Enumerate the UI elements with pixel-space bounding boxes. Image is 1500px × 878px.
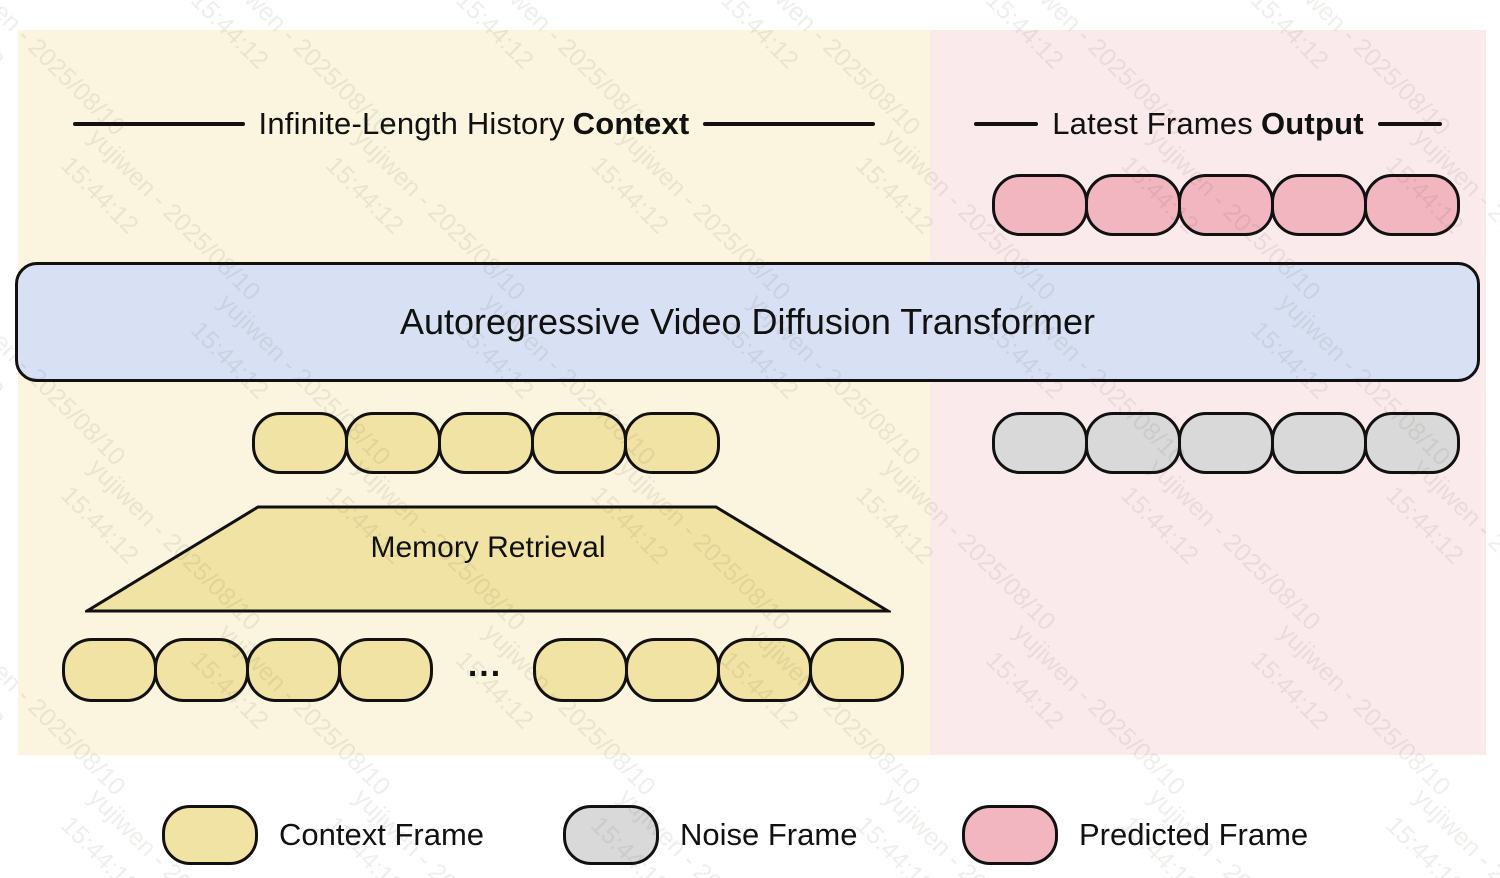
legend-item-noise-frame: Noise Frame: [563, 805, 857, 865]
noise-frames-row: [992, 412, 1460, 474]
context-frame-pill: [624, 412, 720, 474]
legend-label-context: Context Frame: [279, 817, 485, 852]
trapezoid-shape: [85, 505, 891, 613]
context-frame-swatch: [162, 805, 258, 865]
context-frame-pill: [246, 638, 341, 702]
transformer-banner-label: Autoregressive Video Diffusion Transform…: [399, 301, 1095, 342]
predicted-frame-pill: [992, 174, 1088, 236]
context-frame-pill: [345, 412, 441, 474]
header-rule-right: [703, 122, 876, 126]
noise-frame-pill: [992, 412, 1088, 474]
history-header-label-bold: Context: [572, 106, 690, 141]
context-frame-pill: [438, 412, 534, 474]
context-frame-pill: [809, 638, 904, 702]
output-header-label: Latest Frames: [1052, 106, 1253, 141]
noise-frame-pill: [1364, 412, 1460, 474]
context-frame-pill: [533, 638, 628, 702]
context-frame-pill: [252, 412, 348, 474]
header-rule-right: [1377, 122, 1442, 126]
context-frames-row: [252, 412, 720, 474]
transformer-banner: Autoregressive Video Diffusion Transform…: [15, 262, 1480, 382]
ellipsis-text: ...: [467, 646, 503, 684]
legend-label-predicted: Predicted Frame: [1079, 817, 1309, 852]
history-header-label: Infinite-Length History: [258, 106, 565, 141]
latest-frames-panel: [930, 30, 1486, 755]
memory-retrieval-label: Memory Retrieval: [370, 531, 606, 564]
noise-frame-pill: [1085, 412, 1181, 474]
noise-frame-pill: [1178, 412, 1274, 474]
predicted-frame-pill: [1085, 174, 1181, 236]
history-context-panel: [18, 30, 930, 755]
memory-frames-left-row: [62, 638, 433, 702]
memory-retrieval-trapezoid: Memory Retrieval: [85, 505, 891, 613]
context-frame-pill: [338, 638, 433, 702]
legend-label-noise: Noise Frame: [680, 817, 858, 852]
noise-frame-pill: [1271, 412, 1367, 474]
predicted-frames-row: [992, 174, 1460, 236]
predicted-frame-pill: [1364, 174, 1460, 236]
context-frame-pill: [717, 638, 812, 702]
header-rule-left: [72, 122, 245, 126]
predicted-frame-swatch: [962, 805, 1058, 865]
predicted-frame-pill: [1271, 174, 1367, 236]
legend-item-context-frame: Context Frame: [162, 805, 484, 865]
predicted-frame-pill: [1178, 174, 1274, 236]
noise-frame-swatch: [563, 805, 659, 865]
header-rule-left: [974, 122, 1039, 126]
context-frame-pill: [62, 638, 157, 702]
memory-frames-right-row: [533, 638, 904, 702]
context-frame-pill: [625, 638, 720, 702]
output-header-label-bold: Output: [1260, 106, 1364, 141]
legend-item-predicted-frame: Predicted Frame: [962, 805, 1308, 865]
context-frame-pill: [154, 638, 249, 702]
context-frame-pill: [531, 412, 627, 474]
